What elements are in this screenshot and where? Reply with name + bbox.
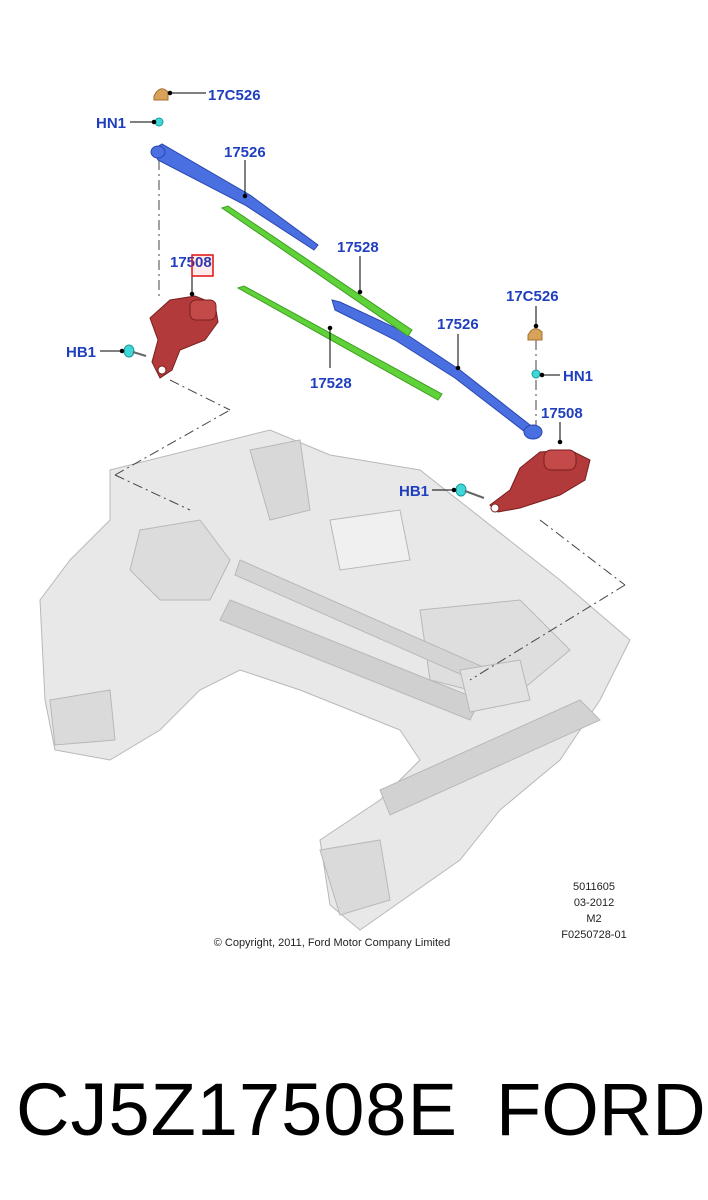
callout-nut-right: HN1 xyxy=(563,368,593,385)
drawing-date: 03-2012 xyxy=(574,897,614,909)
brand-name: FORD xyxy=(496,1068,706,1151)
callout-cap-top: 17C526 xyxy=(208,87,261,104)
wiper-blade-bottom xyxy=(236,285,443,401)
vehicle-body-structure xyxy=(39,429,631,931)
wiper-arm-right xyxy=(331,299,543,440)
cap-right-icon xyxy=(527,328,543,341)
callout-bolt-left: HB1 xyxy=(66,344,96,361)
copyright-notice: © Copyright, 2011, Ford Motor Company Li… xyxy=(214,937,451,949)
callout-blade-bottom: 17528 xyxy=(310,375,352,392)
callout-nut-top: HN1 xyxy=(96,115,126,132)
wiper-motor-right xyxy=(489,449,591,513)
assembly-guide-lines xyxy=(114,160,626,681)
drawing-figure-id: F0250728-01 xyxy=(561,929,626,941)
cap-top-icon xyxy=(153,88,169,101)
bolt-left-icon xyxy=(123,344,147,358)
callout-bolt-right: HB1 xyxy=(399,483,429,500)
callout-arm-top: 17526 xyxy=(224,144,266,161)
callout-cap-right: 17C526 xyxy=(506,288,559,305)
drawing-model: M2 xyxy=(586,913,601,925)
wiper-arm-left xyxy=(150,143,319,251)
callout-blade-top: 17528 xyxy=(337,239,379,256)
highlight-box xyxy=(191,254,214,277)
callout-motor-right: 17508 xyxy=(541,405,583,422)
drawing-number: 5011605 xyxy=(573,881,615,893)
bolt-right-icon xyxy=(455,483,485,499)
nut-right-icon xyxy=(531,369,541,379)
wiper-motor-left xyxy=(149,295,219,379)
part-number: CJ5Z17508E xyxy=(16,1068,458,1151)
callout-arm-right: 17526 xyxy=(437,316,479,333)
wiper-blade-top xyxy=(220,205,413,337)
callout-leader-lines xyxy=(100,90,563,493)
part-caption: CJ5Z17508E FORD xyxy=(0,1060,708,1160)
callout-motor-left: 17508 xyxy=(170,254,212,271)
wiper-parts-diagram: 17C526 HN1 17526 17508 17528 HB1 17C526 … xyxy=(39,87,631,949)
